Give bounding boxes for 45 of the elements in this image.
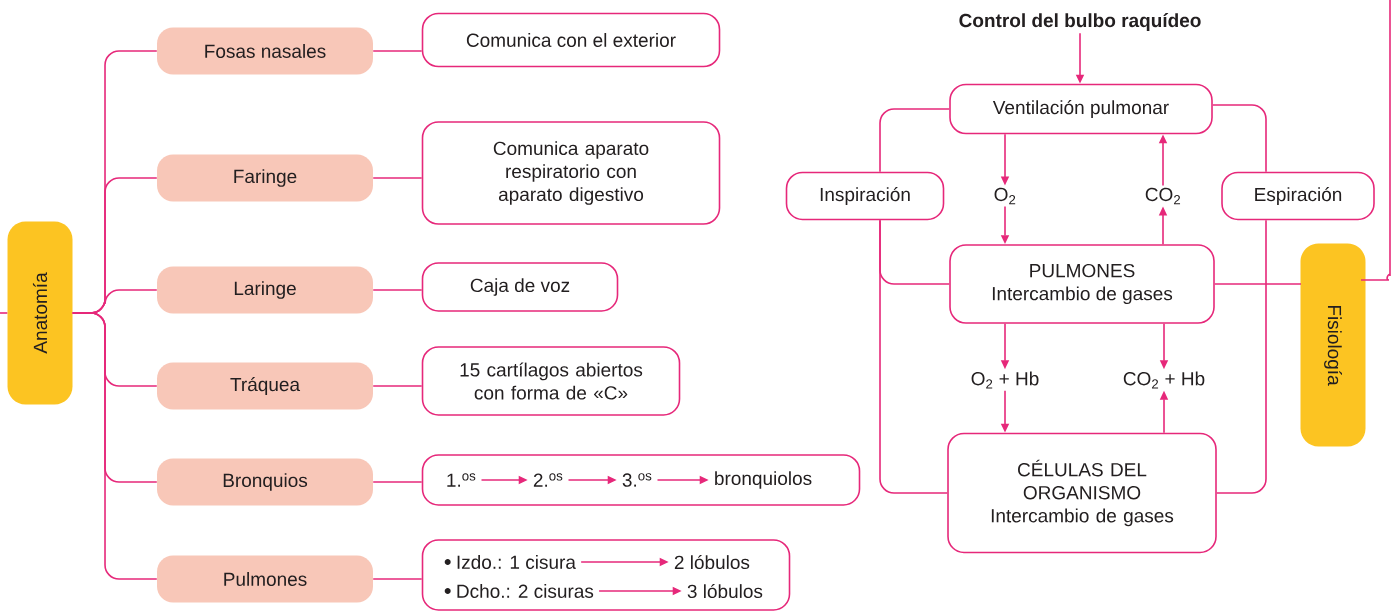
chain-text: bronquiolos <box>715 471 812 489</box>
flow-label: CO$_{2}$ + Hb <box>1123 371 1205 389</box>
connector <box>1214 283 1302 285</box>
topic-pill: Laringe <box>157 266 373 314</box>
topic-pill: Faringe <box>157 154 373 202</box>
group-box <box>421 454 861 506</box>
connector <box>372 289 423 291</box>
chain-text: 2 lóbulos <box>674 554 750 570</box>
connector <box>1216 219 1267 494</box>
topic-pill: Bronquios <box>157 458 373 506</box>
topic-pill: Tráquea <box>157 362 373 410</box>
info-box: Caja de voz <box>421 262 619 312</box>
connector <box>372 50 423 52</box>
connector <box>71 312 158 580</box>
flow-label: O$_{2}$ <box>994 187 1016 205</box>
flow-label: O$_{2}$ + Hb <box>971 371 1039 389</box>
chain-text: Izdo.: 1 cisura <box>457 555 576 569</box>
chain-text: 1.$^{os}$ <box>447 473 476 487</box>
connector <box>372 481 423 483</box>
info-box: 15 cartílagos abiertos con forma de «C» <box>421 346 681 416</box>
chain-text: 3.$^{os}$ <box>622 473 652 487</box>
info-box: Comunica aparato respiratorio con aparato digestivo <box>421 121 721 225</box>
info-box: Inspiración <box>785 171 945 221</box>
chain-text: Dcho.: 2 cisuras <box>457 584 594 598</box>
info-box: Ventilación pulmonar <box>949 83 1213 135</box>
chain-text: 2.$^{os}$ <box>533 473 563 487</box>
connector <box>372 385 423 387</box>
info-box: PULMONES Intercambio de gases <box>949 244 1215 324</box>
topic-pill: Fosas nasales <box>157 27 373 75</box>
control-heading: Control del bulbo raquídeo <box>959 13 1201 31</box>
section-tab: Anatomía <box>7 221 73 405</box>
connector <box>372 578 423 580</box>
info-box: Comunica con el exterior <box>421 12 721 68</box>
section-tab: Fisiología <box>1300 243 1366 447</box>
connector <box>372 177 423 179</box>
topic-pill: Pulmones <box>157 555 373 603</box>
chain-text: 3 lóbulos <box>687 583 763 599</box>
info-box: Espiración <box>1221 171 1375 221</box>
info-box: CÉLULAS DEL ORGANISMO Intercambio de gases <box>947 432 1217 554</box>
connector <box>0 312 9 314</box>
flow-label: CO$_{2}$ <box>1145 187 1181 205</box>
group-box <box>421 539 791 611</box>
connector <box>1212 104 1267 173</box>
connector <box>879 108 950 173</box>
connector <box>879 219 948 494</box>
